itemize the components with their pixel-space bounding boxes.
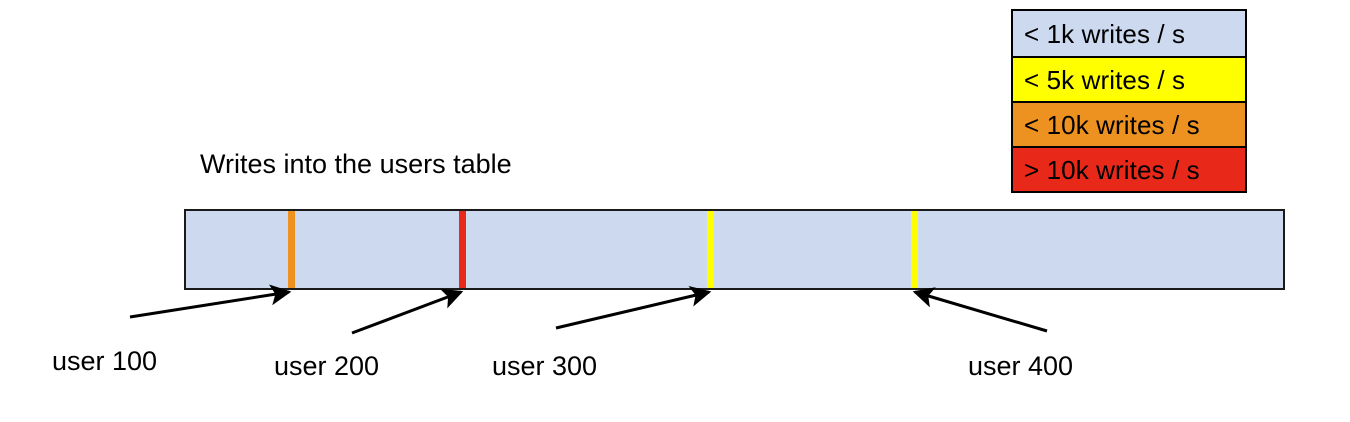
marker-user-400 <box>911 211 918 288</box>
annotation-label-user-300: user 300 <box>492 351 598 381</box>
marker-user-100 <box>288 211 295 288</box>
annotation-label-user-200: user 200 <box>274 351 380 381</box>
arrow-user-100 <box>129 284 292 319</box>
arrow-user-400 <box>912 287 1048 333</box>
legend-row-over-10k: > 10k writes / s <box>1013 146 1245 191</box>
users-table-keyspace-bar <box>184 209 1285 290</box>
write-rate-legend: < 1k writes / s < 5k writes / s < 10k wr… <box>1011 9 1247 193</box>
legend-row-under-10k: < 10k writes / s <box>1013 101 1245 146</box>
annotation-label-user-100: user 100 <box>52 346 158 376</box>
legend-row-under-1k: < 1k writes / s <box>1013 11 1245 56</box>
legend-label-under-1k: < 1k writes / s <box>1024 18 1186 49</box>
legend-label-under-5k: < 5k writes / s <box>1024 64 1186 95</box>
marker-user-200 <box>459 211 466 288</box>
chart-title: Writes into the users table <box>200 149 512 179</box>
arrow-user-300 <box>555 286 712 330</box>
annotation-label-user-400: user 400 <box>968 351 1074 381</box>
legend-label-over-10k: > 10k writes / s <box>1024 154 1200 185</box>
legend-row-under-5k: < 5k writes / s <box>1013 56 1245 101</box>
arrow-user-200 <box>351 288 464 335</box>
legend-label-under-10k: < 10k writes / s <box>1024 109 1200 140</box>
marker-user-300 <box>707 211 714 288</box>
